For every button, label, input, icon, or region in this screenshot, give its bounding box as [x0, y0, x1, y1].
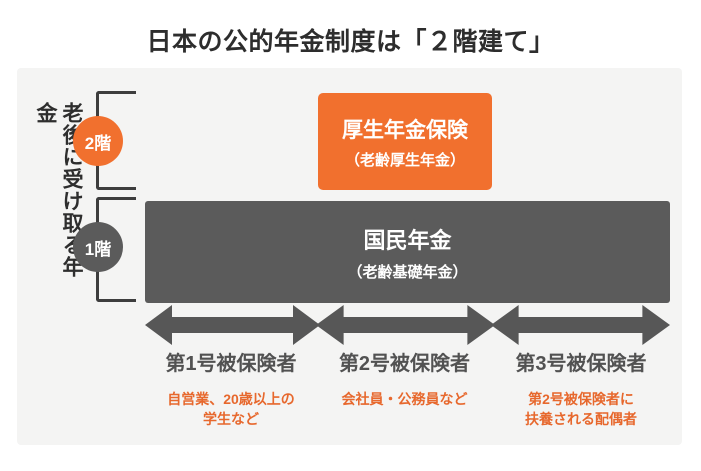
employees-pension-title: 厚生年金保険	[342, 118, 468, 142]
employees-pension-box: 厚生年金保険 （老齢厚生年金）	[318, 93, 492, 190]
category-2: 第2号被保険者 会社員・公務員など	[317, 347, 492, 429]
category-2-label: 第2号被保険者	[338, 353, 471, 375]
category-row: 第1号被保険者 自営業、20歳以上の 学生など 第2号被保険者 会社員・公務員な…	[145, 347, 670, 429]
category-1-description: 自営業、20歳以上の 学生など	[167, 391, 295, 427]
category-3: 第3号被保険者 第2号被保険者に 扶養される配偶者	[492, 347, 670, 429]
category-1-label: 第1号被保険者	[165, 353, 297, 375]
floor1-badge: 1階	[73, 222, 123, 272]
double-arrow-icon	[145, 305, 320, 345]
national-pension-box: 国民年金 （老齢基礎年金）	[145, 201, 670, 303]
category-3-label: 第3号被保険者	[515, 353, 647, 375]
employees-pension-subtitle: （老齢厚生年金）	[344, 151, 465, 169]
category-1: 第1号被保険者 自営業、20歳以上の 学生など	[145, 347, 317, 429]
double-arrow-icon	[316, 305, 495, 345]
floor2-badge: 2階	[73, 116, 123, 166]
category-2-description: 会社員・公務員など	[341, 391, 468, 407]
double-arrow-icon	[491, 305, 670, 345]
national-pension-title: 国民年金	[363, 227, 452, 253]
page-title: 日本の公的年金制度は「２階建て」	[146, 28, 555, 56]
category-3-description: 第2号被保険者に 扶養される配偶者	[525, 391, 637, 427]
national-pension-subtitle: （老齢基礎年金）	[347, 263, 468, 281]
